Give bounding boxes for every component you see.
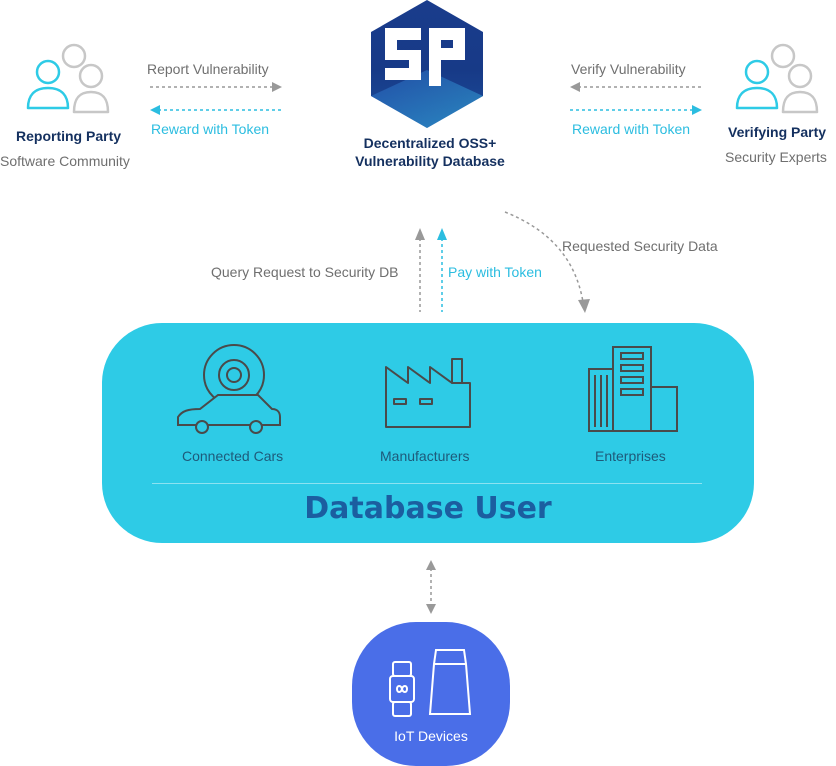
requested-data-arrow — [504, 211, 590, 313]
verifying-party-title: Verifying Party — [728, 124, 827, 140]
verify-vulnerability-label: Verify Vulnerability — [571, 61, 686, 77]
sp-logo-icon — [371, 0, 483, 128]
iot-devices-badge: IoT Devices — [352, 622, 510, 766]
connected-cars-label: Connected Cars — [182, 448, 284, 464]
center-title-line2: Vulnerability Database — [355, 153, 505, 169]
enterprise-building-icon — [588, 346, 678, 432]
reward-token-label-left: Reward with Token — [151, 121, 270, 137]
verify-vulnerability-arrow — [570, 82, 702, 92]
factory-icon — [385, 358, 471, 428]
reward-token-label-right: Reward with Token — [572, 121, 691, 137]
query-and-pay-arrows — [415, 228, 447, 312]
report-vulnerability-arrow — [150, 82, 282, 92]
requested-security-data-label: Requested Security Data — [562, 238, 718, 254]
people-icon — [26, 43, 110, 114]
reward-token-arrow-left — [150, 105, 282, 115]
smart-speaker-icon — [428, 649, 472, 715]
verifying-party: Verifying Party Security Experts — [705, 40, 836, 180]
database-user-panel: Connected Cars Manufacturers Enterprises… — [102, 323, 754, 543]
reporting-party-title: Reporting Party — [16, 128, 122, 144]
report-vulnerability-label: Report Vulnerability — [147, 61, 269, 77]
smartwatch-icon — [389, 661, 415, 717]
reporting-party-subtitle: Software Community — [0, 153, 130, 169]
reporting-party: Reporting Party Software Community — [0, 40, 150, 180]
query-request-label: Query Request to Security DB — [211, 264, 399, 280]
enterprises-label: Enterprises — [595, 448, 666, 464]
people-icon — [735, 43, 819, 114]
center-title-line1: Decentralized OSS+ — [363, 135, 497, 151]
pay-with-token-label: Pay with Token — [448, 264, 542, 280]
reward-token-arrow-right — [570, 105, 702, 115]
panel-divider — [152, 483, 702, 484]
manufacturers-label: Manufacturers — [380, 448, 470, 464]
verifying-party-subtitle: Security Experts — [725, 149, 827, 165]
iot-bidirectional-arrow — [426, 560, 436, 614]
database-user-title: Database User — [304, 491, 552, 526]
iot-devices-label: IoT Devices — [394, 728, 468, 744]
connected-car-icon — [177, 344, 281, 434]
